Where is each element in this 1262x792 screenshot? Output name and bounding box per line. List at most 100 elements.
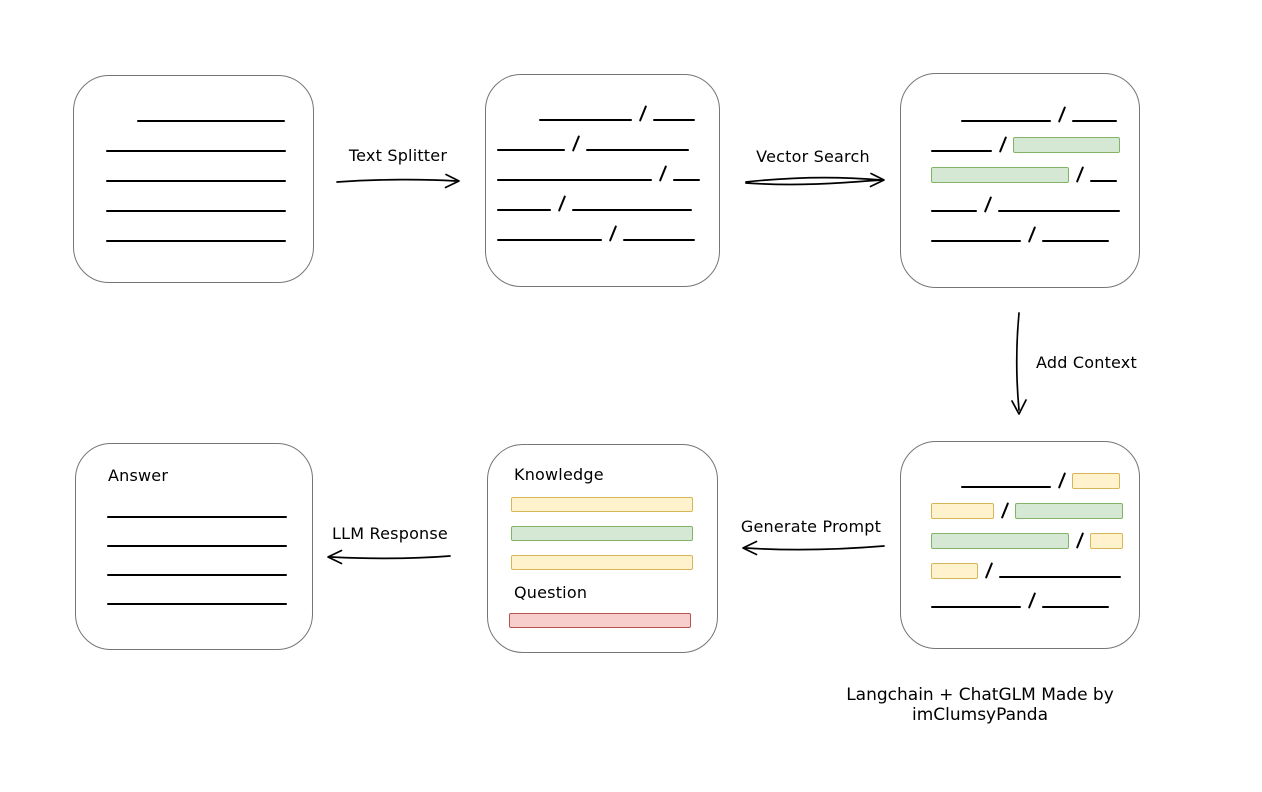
text-line xyxy=(107,603,287,605)
text-line xyxy=(107,574,287,576)
slash-separator-icon xyxy=(1075,532,1084,549)
content-row xyxy=(511,496,693,512)
yellow-highlight-bar xyxy=(1090,533,1123,549)
yellow-highlight-bar xyxy=(511,555,693,570)
text-line xyxy=(673,179,700,181)
prompt-box: Knowledge Question xyxy=(487,444,718,653)
text-line xyxy=(1042,240,1109,242)
generate-prompt-arrow xyxy=(742,540,885,556)
yellow-highlight-bar xyxy=(1072,473,1120,489)
add-context-label: Add Context xyxy=(1036,353,1137,372)
content-row xyxy=(931,106,1120,123)
indent-space xyxy=(106,122,137,123)
content-row xyxy=(497,165,700,182)
slash-separator-icon xyxy=(638,105,647,122)
vector-search-label: Vector Search xyxy=(756,147,870,166)
content-row xyxy=(931,502,1123,519)
knowledge-label: Knowledge xyxy=(514,465,604,484)
content-row xyxy=(931,136,1120,153)
yellow-highlight-bar xyxy=(931,563,978,579)
content-row xyxy=(107,560,287,577)
text-line xyxy=(107,545,287,547)
indent-space xyxy=(497,121,539,122)
green-highlight-bar xyxy=(1015,503,1123,519)
text-line xyxy=(623,239,695,241)
slash-separator-icon xyxy=(557,195,566,212)
text-splitter-arrow xyxy=(336,173,460,189)
content-row xyxy=(509,612,691,628)
content-row xyxy=(106,166,286,183)
green-highlight-bar xyxy=(511,526,693,541)
text-line xyxy=(106,180,286,182)
content-row xyxy=(107,502,287,519)
text-splitter-label: Text Splitter xyxy=(348,146,448,165)
slash-separator-icon xyxy=(571,135,580,152)
search-result-lines xyxy=(931,106,1120,243)
content-row xyxy=(931,196,1120,213)
indent-space xyxy=(931,488,961,489)
answer-box: Answer xyxy=(75,443,313,650)
content-row xyxy=(497,105,700,122)
content-row xyxy=(511,525,693,541)
text-line xyxy=(1072,120,1117,122)
slash-separator-icon xyxy=(1057,472,1066,489)
add-context-arrow xyxy=(1011,312,1027,415)
document-lines xyxy=(106,106,286,243)
chunk-lines xyxy=(497,105,700,242)
content-row xyxy=(931,472,1123,489)
content-row xyxy=(931,166,1120,183)
text-line xyxy=(931,240,1021,242)
text-line xyxy=(1090,180,1117,182)
slash-separator-icon xyxy=(1027,226,1036,243)
text-line xyxy=(931,210,977,212)
slash-separator-icon xyxy=(983,196,992,213)
slash-separator-icon xyxy=(984,562,993,579)
text-line xyxy=(539,119,632,121)
text-line xyxy=(653,119,695,121)
generate-prompt-label: Generate Prompt xyxy=(740,517,882,536)
text-line xyxy=(999,576,1121,578)
slash-separator-icon xyxy=(998,136,1007,153)
yellow-highlight-bar xyxy=(511,497,693,512)
content-row xyxy=(497,225,700,242)
llm-response-arrow xyxy=(327,549,451,565)
content-row xyxy=(931,532,1123,549)
vector-search-results-box xyxy=(900,73,1140,288)
text-line xyxy=(106,150,286,152)
answer-lines xyxy=(107,502,287,606)
text-line xyxy=(572,209,692,211)
source-document-box xyxy=(73,75,314,283)
content-row xyxy=(497,135,700,152)
text-line xyxy=(998,210,1120,212)
text-line xyxy=(1042,606,1109,608)
red-highlight-bar xyxy=(509,613,691,628)
split-chunks-box xyxy=(485,74,720,287)
question-label: Question xyxy=(514,583,588,602)
slash-separator-icon xyxy=(608,225,617,242)
answer-label: Answer xyxy=(108,466,169,485)
text-line xyxy=(586,149,689,151)
yellow-highlight-bar xyxy=(931,503,994,519)
vector-search-arrow xyxy=(745,172,885,188)
green-highlight-bar xyxy=(1013,137,1120,153)
text-line xyxy=(961,120,1051,122)
slash-separator-icon xyxy=(1027,592,1036,609)
content-row xyxy=(931,562,1123,579)
content-row xyxy=(931,592,1123,609)
context-lines xyxy=(931,472,1123,609)
text-line xyxy=(931,606,1021,608)
credit-caption: Langchain + ChatGLM Made by imClumsyPand… xyxy=(846,685,1114,725)
green-highlight-bar xyxy=(931,167,1069,183)
slash-separator-icon xyxy=(1057,106,1066,123)
slash-separator-icon xyxy=(1000,502,1009,519)
content-row xyxy=(106,136,286,153)
text-line xyxy=(497,149,565,151)
context-box xyxy=(900,441,1140,649)
text-line xyxy=(107,516,287,518)
text-line xyxy=(931,150,992,152)
text-line xyxy=(497,179,652,181)
content-row xyxy=(511,554,693,570)
content-row xyxy=(106,196,286,213)
content-row xyxy=(106,106,286,123)
